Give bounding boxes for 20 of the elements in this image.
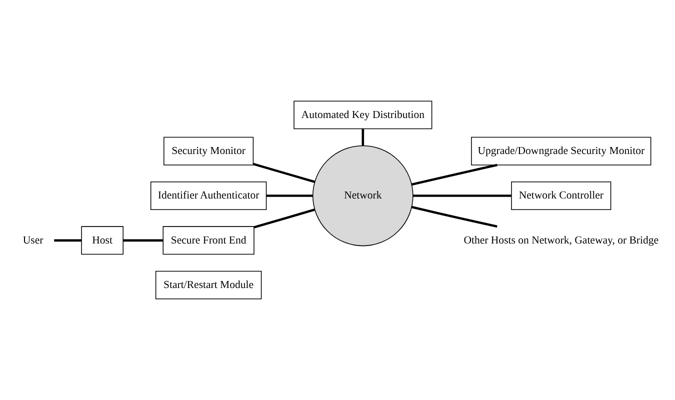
node-box: Host xyxy=(81,226,124,255)
node-box: Automated Key Distribution xyxy=(294,100,432,130)
node-box: Network Controller xyxy=(511,182,612,210)
node-text: Other Hosts on Network, Gateway, or Bridge xyxy=(464,234,659,246)
connector xyxy=(266,194,313,197)
connector xyxy=(123,239,163,242)
connector xyxy=(413,194,512,197)
connector xyxy=(253,162,316,184)
connector xyxy=(254,208,315,228)
node-box: Identifier Authenticator xyxy=(150,182,267,210)
node-box: Secure Front End xyxy=(162,226,254,255)
node-box: Security Monitor xyxy=(164,136,254,166)
connector xyxy=(411,164,498,186)
node-circle: Network xyxy=(312,145,414,246)
node-box: Upgrade/Downgrade Security Monitor xyxy=(471,136,652,166)
connector xyxy=(411,206,498,228)
node-box: Start/Restart Module xyxy=(155,270,262,300)
connector xyxy=(54,239,82,242)
connector xyxy=(362,128,364,146)
node-text: User xyxy=(22,234,44,246)
